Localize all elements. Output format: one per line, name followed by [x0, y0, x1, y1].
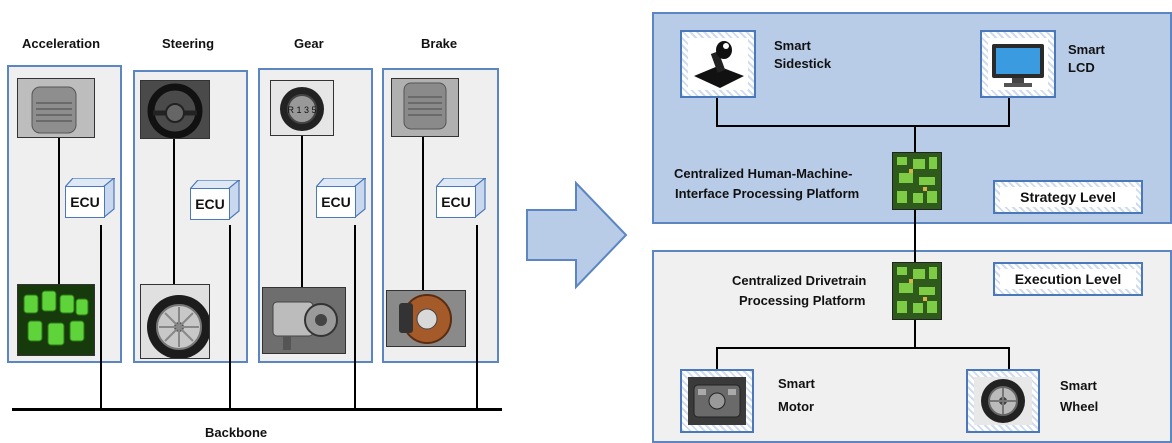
wheel-tire-icon: [141, 285, 209, 358]
wheel-label-line1: Smart: [1060, 378, 1097, 393]
steering-wheel-icon: [141, 81, 209, 138]
smart-lcd-box: [980, 30, 1056, 98]
backbone-label: Backbone: [205, 425, 268, 440]
motor-label-line1: Smart: [778, 376, 815, 391]
gearbox-icon: [263, 288, 345, 353]
ecu-label: ECU: [316, 186, 356, 218]
wheel-connector: [1008, 347, 1010, 371]
hmi-platform-chip: [892, 152, 942, 210]
brake-pedal-icon: [392, 79, 458, 136]
lcd-monitor-icon: [992, 44, 1044, 87]
smart-sidestick-box: [680, 30, 756, 98]
ecu-brake: ECU: [436, 178, 486, 220]
transition-arrow-icon: [526, 180, 628, 290]
execution-level-badge: Execution Level: [993, 262, 1143, 296]
brake-disc-image: [386, 290, 466, 347]
connector-acceleration: [58, 135, 60, 285]
sidestick-connector: [716, 96, 718, 126]
svg-text:R 1 3 5: R 1 3 5: [287, 105, 316, 115]
lcd-label-line2: LCD: [1068, 60, 1095, 75]
lcd-label-line1: Smart: [1068, 42, 1105, 57]
smart-wheel-box: [966, 369, 1040, 433]
drivetrain-bottom-connector: [914, 318, 916, 348]
smart-motor-box: [680, 369, 754, 433]
drivetrain-platform-label-line1: Centralized Drivetrain: [732, 273, 867, 288]
column-title-acceleration: Acceleration: [22, 36, 101, 51]
sidestick-label-line1: Smart: [774, 38, 811, 53]
ecu-gear: ECU: [316, 178, 366, 220]
accelerator-pedal-icon: [18, 79, 94, 137]
strategy-level-badge: Strategy Level: [993, 180, 1143, 214]
connector-gear: [301, 133, 303, 288]
hmi-top-connector: [914, 125, 916, 155]
execution-bus-line: [716, 347, 1010, 349]
strategy-level-label: Strategy Level: [1000, 187, 1136, 207]
column-title-brake: Brake: [421, 36, 458, 51]
level-link-connector: [914, 210, 916, 265]
ecu-bus-line-brake: [476, 225, 478, 410]
motor-connector: [716, 347, 718, 371]
ecu-bus-line-gear: [354, 225, 356, 410]
gear-shifter-image: R 1 3 5: [270, 80, 334, 136]
drivetrain-platform-chip: [892, 262, 942, 320]
lcd-connector: [1008, 96, 1010, 126]
drivetrain-platform-label-line2: Processing Platform: [739, 293, 866, 308]
gearbox-image: [262, 287, 346, 354]
ecu-acceleration: ECU: [65, 178, 115, 220]
joystick-icon: [694, 41, 744, 88]
motor-label-line2: Motor: [778, 399, 815, 414]
engine-icon: [688, 377, 746, 425]
circuit-board-icon: [893, 153, 941, 209]
column-title-steering: Steering: [162, 36, 215, 51]
hmi-platform-label-line2: Interface Processing Platform: [675, 186, 860, 201]
connector-brake: [422, 133, 424, 291]
wheel-tire-image: [140, 284, 210, 359]
connector-steering: [173, 135, 175, 285]
circuit-board-icon: [893, 263, 941, 319]
ecu-label: ECU: [65, 186, 105, 218]
brake-disc-icon: [387, 291, 465, 346]
ecu-bus-line-steering: [229, 225, 231, 410]
hmi-platform-label-line1: Centralized Human-Machine-: [674, 166, 853, 181]
accelerator-pedal-image: [17, 78, 95, 138]
execution-level-label: Execution Level: [1000, 269, 1136, 289]
wheel-label-line2: Wheel: [1060, 399, 1099, 414]
column-title-gear: Gear: [294, 36, 324, 51]
gear-shifter-icon: R 1 3 5: [271, 81, 333, 135]
ecu-label: ECU: [190, 188, 230, 220]
steering-wheel-image: [140, 80, 210, 139]
ecu-bus-line-acceleration: [100, 225, 102, 410]
ecu-label: ECU: [436, 186, 476, 218]
strategy-bus-line: [716, 125, 1010, 127]
throttle-actuator-icon: [18, 285, 94, 355]
backbone-line: [12, 408, 502, 411]
wheel-icon: [974, 377, 1032, 425]
throttle-actuator-image: [17, 284, 95, 356]
ecu-steering: ECU: [190, 180, 240, 222]
brake-pedal-image: [391, 78, 459, 137]
sidestick-label-line2: Sidestick: [774, 56, 832, 71]
